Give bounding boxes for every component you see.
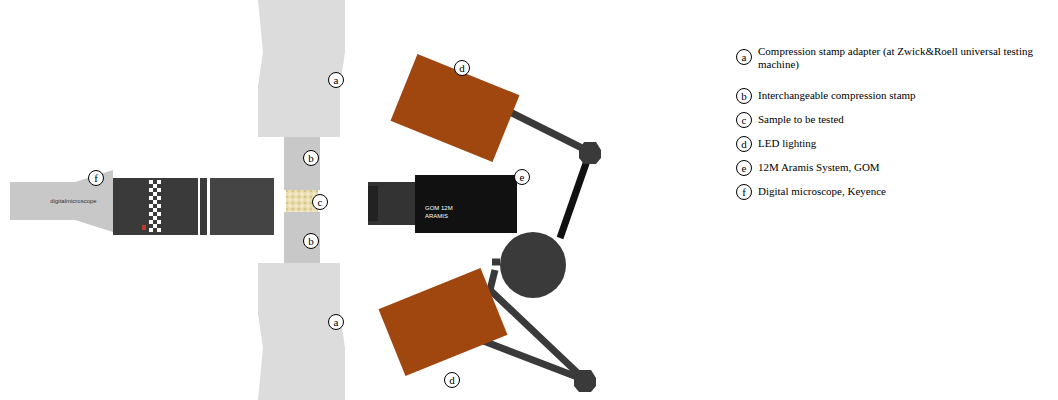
callout-letter: a [328,72,344,88]
camera-lens-ring [368,186,378,221]
stamp-adapter-bottom [258,263,345,400]
callout-letter: d [444,372,460,388]
legend-text: LED lighting [758,137,1048,150]
led-light [379,268,508,376]
callout-letter: d [454,60,470,76]
legend-callout: e [736,160,752,176]
microscope-lens [10,170,113,232]
led-light [391,54,520,162]
callout-letter: c [312,194,328,210]
legend-text: Sample to be tested [758,113,1048,126]
compression-stamp [284,212,320,263]
callout-letter: f [88,170,104,186]
tripod-head [500,232,566,298]
callout-letter: b [303,150,319,166]
camera-box: GOM 12M ARAMIS [415,175,517,233]
legend-text: Digital microscope, Keyence [758,185,1048,198]
legend-callout: b [736,88,752,104]
microscope-checker [149,180,161,232]
node-text: digitalmicroscope [50,198,96,204]
legend-text: 12M Aramis System, GOM [758,161,1048,174]
legend-callout: a [736,49,752,65]
legend-callout: c [736,112,752,128]
callout-letter: a [328,314,344,330]
tripod-joint [574,370,596,392]
indicator-light [142,225,146,230]
microscope-body [113,178,198,235]
callout-letter: e [514,169,530,185]
microscope-ring [200,178,207,235]
tripod-joint [579,142,601,164]
legend-text: Compression stamp adapter (at Zwick&Roel… [758,45,1048,71]
microscope-objective [210,178,274,235]
stamp-adapter-top [258,0,345,137]
legend-text: Interchangeable compression stamp [758,89,1048,102]
camera-lens [368,182,415,225]
compression-stamp [284,137,320,190]
node-text: GOM 12M ARAMIS [425,204,465,220]
callout-letter: b [303,233,319,249]
legend-callout: d [736,136,752,152]
legend-callout: f [736,184,752,200]
microscope-label-area: digitalmicroscope [10,182,113,220]
